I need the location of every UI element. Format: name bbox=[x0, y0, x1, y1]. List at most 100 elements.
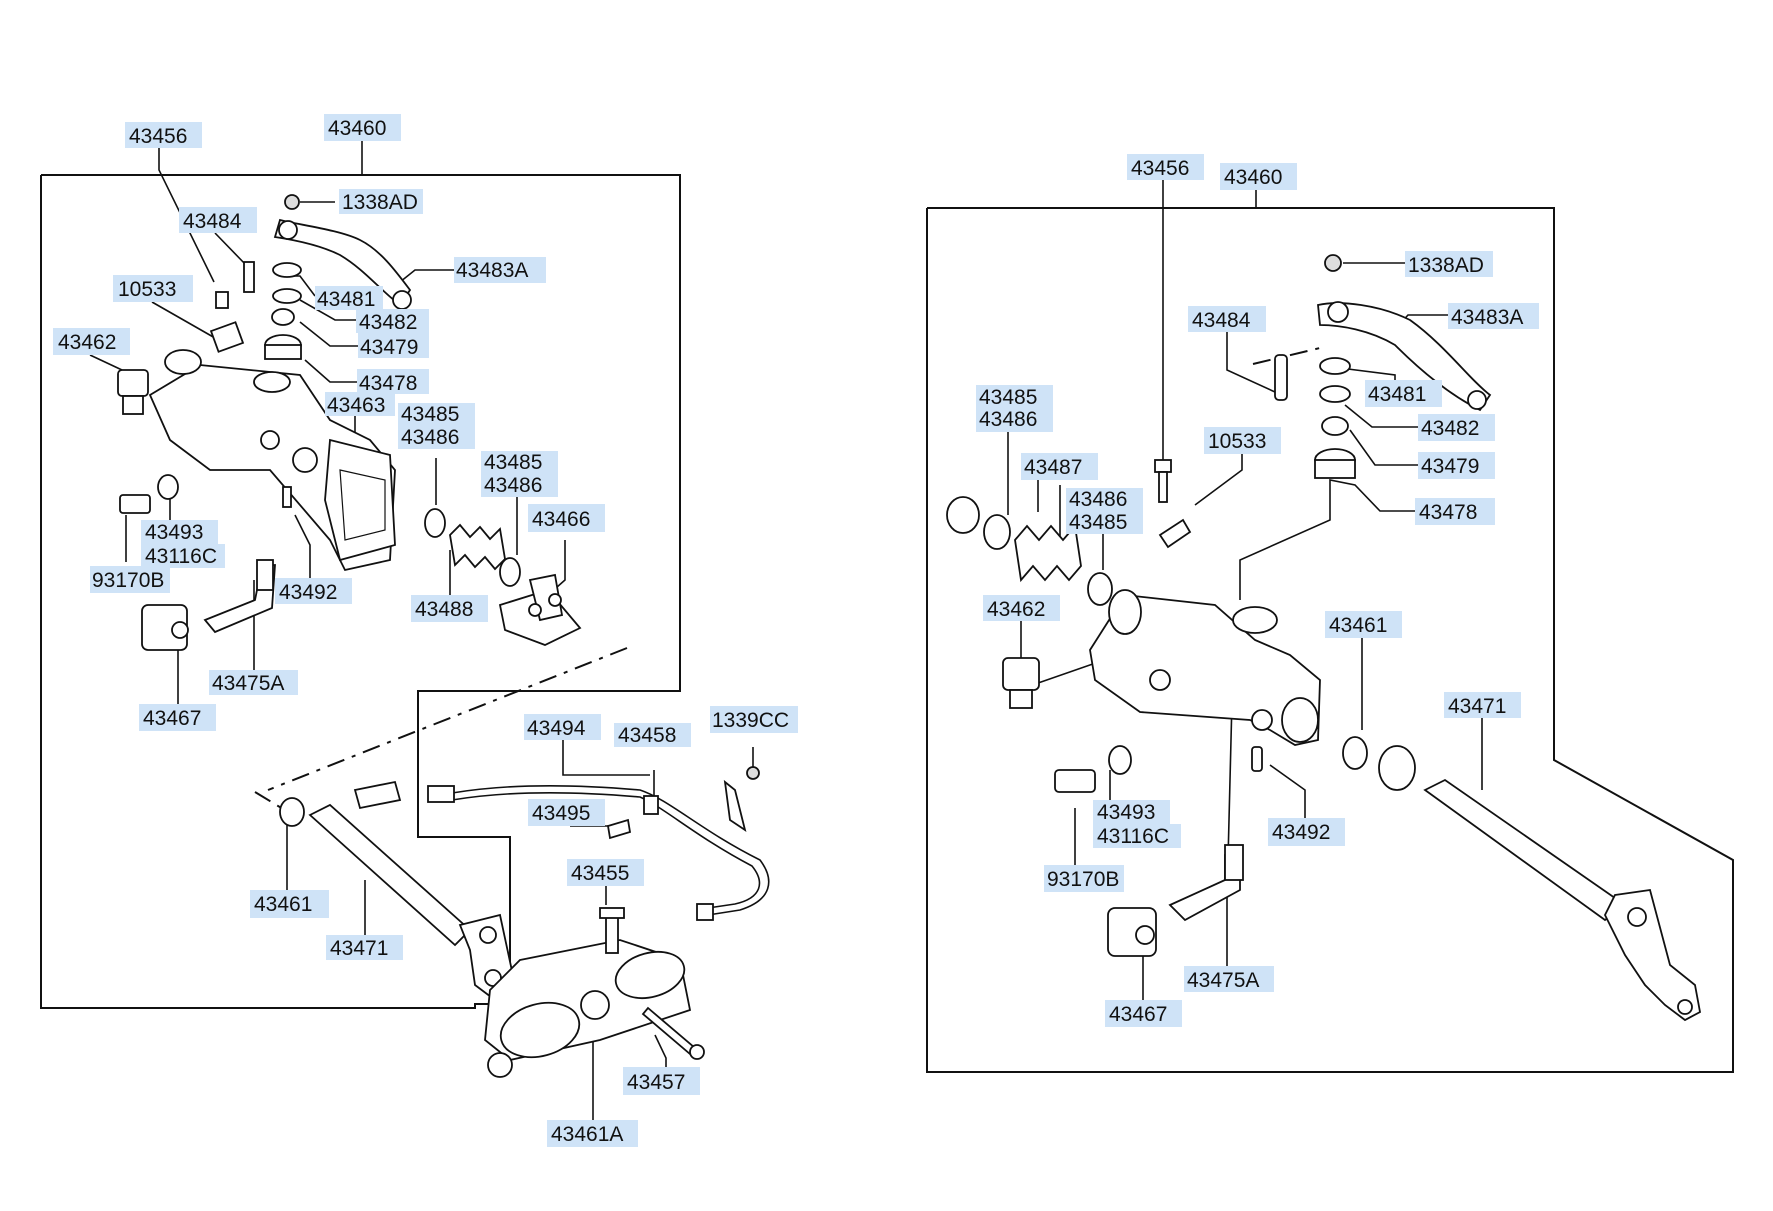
svg-text:43478: 43478 bbox=[1419, 501, 1477, 524]
right-assembly: 43456 43460 1338AD 43483A 43484 43481 43… bbox=[926, 154, 1734, 1073]
left-label-43461A: 43461A bbox=[547, 1120, 638, 1147]
svg-text:43471: 43471 bbox=[330, 937, 388, 960]
right-label-43485-b: 43485 bbox=[1066, 510, 1143, 534]
right-part-labels: 43456 43460 1338AD 43483A 43484 43481 43… bbox=[976, 154, 1539, 1027]
left-part-labels: 43456 43460 1338AD 43484 43483A 10533 43… bbox=[53, 114, 798, 1147]
svg-text:43479: 43479 bbox=[1421, 455, 1479, 478]
svg-text:43461A: 43461A bbox=[551, 1123, 623, 1146]
svg-text:43485: 43485 bbox=[401, 403, 459, 426]
left-label-43486-b: 43486 bbox=[481, 473, 558, 497]
left-assembly: 43456 43460 1338AD 43484 43483A 10533 43… bbox=[40, 114, 798, 1147]
svg-text:43492: 43492 bbox=[1272, 821, 1330, 844]
right-label-43456: 43456 bbox=[1127, 154, 1204, 180]
svg-text:1338AD: 1338AD bbox=[1408, 254, 1484, 277]
right-label-43475A: 43475A bbox=[1184, 966, 1274, 992]
right-part-drawings bbox=[946, 254, 1702, 1022]
right-label-43467: 43467 bbox=[1105, 1000, 1182, 1027]
svg-text:43460: 43460 bbox=[328, 117, 386, 140]
svg-text:43467: 43467 bbox=[143, 707, 201, 730]
left-label-43467: 43467 bbox=[139, 704, 216, 731]
svg-text:43475A: 43475A bbox=[1187, 969, 1259, 992]
left-part-drawings bbox=[117, 194, 770, 1078]
left-label-43458: 43458 bbox=[614, 723, 691, 747]
left-label-93170B: 93170B bbox=[90, 566, 170, 593]
svg-text:1338AD: 1338AD bbox=[342, 191, 418, 214]
left-label-43456: 43456 bbox=[125, 122, 202, 148]
right-label-43471: 43471 bbox=[1444, 692, 1521, 718]
svg-text:43493: 43493 bbox=[145, 521, 203, 544]
svg-text:43483A: 43483A bbox=[1451, 306, 1523, 329]
svg-text:43456: 43456 bbox=[1131, 157, 1189, 180]
right-label-43493: 43493 bbox=[1093, 800, 1170, 824]
left-dash-connector bbox=[267, 647, 628, 791]
svg-text:43486: 43486 bbox=[401, 426, 459, 449]
right-label-43486-a: 43486 bbox=[976, 407, 1053, 432]
left-label-43471: 43471 bbox=[326, 935, 403, 960]
svg-text:10533: 10533 bbox=[1208, 430, 1266, 453]
left-label-10533: 10533 bbox=[113, 275, 193, 302]
left-label-43493: 43493 bbox=[141, 520, 218, 544]
left-label-43457: 43457 bbox=[623, 1067, 700, 1095]
svg-text:93170B: 93170B bbox=[92, 569, 164, 592]
left-label-43463: 43463 bbox=[325, 392, 395, 417]
left-dash-connector-2 bbox=[254, 791, 289, 813]
svg-text:43116C: 43116C bbox=[1097, 825, 1169, 848]
svg-text:43461: 43461 bbox=[1329, 614, 1387, 637]
left-label-43455: 43455 bbox=[567, 859, 644, 886]
svg-text:43478: 43478 bbox=[359, 372, 417, 395]
svg-text:43462: 43462 bbox=[987, 598, 1045, 621]
svg-text:43486: 43486 bbox=[484, 474, 542, 497]
svg-text:43471: 43471 bbox=[1448, 695, 1506, 718]
svg-text:43455: 43455 bbox=[571, 862, 629, 885]
left-label-43461: 43461 bbox=[250, 890, 329, 918]
svg-text:43461: 43461 bbox=[254, 893, 312, 916]
right-label-43482: 43482 bbox=[1418, 414, 1495, 441]
svg-text:43482: 43482 bbox=[359, 311, 417, 334]
svg-text:43482: 43482 bbox=[1421, 417, 1479, 440]
left-label-43483A: 43483A bbox=[454, 257, 546, 283]
right-label-43492: 43492 bbox=[1268, 818, 1345, 846]
left-label-43475A: 43475A bbox=[209, 670, 298, 695]
svg-text:43457: 43457 bbox=[627, 1071, 685, 1094]
right-dash-connector bbox=[1252, 347, 1321, 365]
left-label-43485-a: 43485 bbox=[398, 403, 475, 426]
left-label-43478: 43478 bbox=[357, 369, 429, 395]
left-label-43485-b: 43485 bbox=[481, 451, 558, 474]
left-label-43460: 43460 bbox=[324, 114, 401, 141]
right-label-43461: 43461 bbox=[1325, 611, 1402, 638]
svg-text:43466: 43466 bbox=[532, 508, 590, 531]
right-label-43116C: 43116C bbox=[1093, 824, 1181, 848]
svg-text:43486: 43486 bbox=[979, 408, 1037, 431]
svg-text:43484: 43484 bbox=[1192, 309, 1251, 332]
right-label-43462: 43462 bbox=[983, 595, 1060, 621]
svg-text:43485: 43485 bbox=[1069, 511, 1127, 534]
left-label-43481: 43481 bbox=[315, 286, 383, 311]
svg-text:43485: 43485 bbox=[484, 451, 542, 474]
svg-text:43488: 43488 bbox=[415, 598, 473, 621]
svg-text:43116C: 43116C bbox=[145, 545, 217, 568]
svg-text:43460: 43460 bbox=[1224, 166, 1282, 189]
svg-text:43483A: 43483A bbox=[456, 259, 528, 282]
svg-text:43479: 43479 bbox=[360, 336, 418, 359]
right-label-43486-b: 43486 bbox=[1066, 488, 1143, 511]
svg-text:43493: 43493 bbox=[1097, 801, 1155, 824]
left-label-43484: 43484 bbox=[179, 207, 257, 233]
svg-text:43486: 43486 bbox=[1069, 488, 1127, 511]
svg-text:43475A: 43475A bbox=[212, 672, 284, 695]
left-label-43495: 43495 bbox=[528, 799, 605, 826]
svg-text:43485: 43485 bbox=[979, 386, 1037, 409]
left-label-1339CC: 1339CC bbox=[710, 706, 798, 733]
left-assembly-frame bbox=[40, 174, 681, 1009]
left-label-1338AD: 1338AD bbox=[339, 189, 423, 214]
left-label-43494: 43494 bbox=[524, 714, 601, 740]
left-label-43466: 43466 bbox=[528, 504, 605, 532]
svg-text:43492: 43492 bbox=[279, 581, 337, 604]
right-label-93170B: 93170B bbox=[1044, 865, 1124, 892]
svg-text:43463: 43463 bbox=[327, 394, 385, 417]
left-label-43482: 43482 bbox=[356, 309, 429, 334]
right-label-43478: 43478 bbox=[1415, 498, 1495, 525]
svg-text:43495: 43495 bbox=[532, 802, 590, 825]
right-label-43479: 43479 bbox=[1418, 452, 1495, 479]
svg-text:10533: 10533 bbox=[118, 278, 176, 301]
left-label-43488: 43488 bbox=[411, 595, 488, 622]
